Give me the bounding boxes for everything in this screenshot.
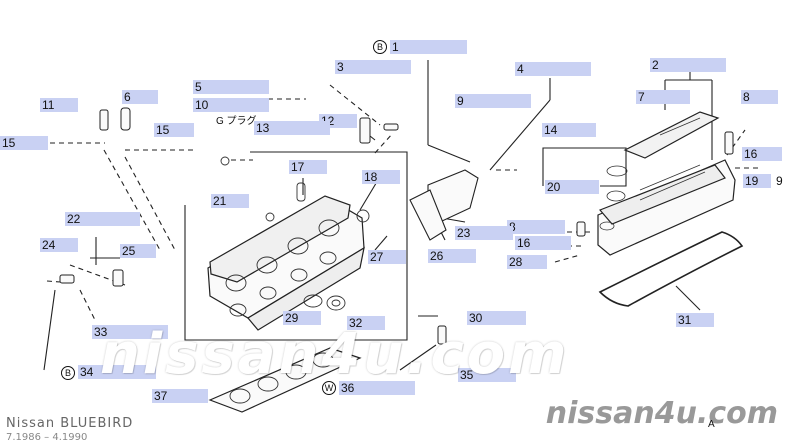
callout-25[interactable]: 25 [120, 244, 156, 258]
callout-31[interactable]: 31 [676, 313, 714, 327]
callout-15-right[interactable]: 15 [154, 123, 194, 137]
callout-30[interactable]: 30 [467, 311, 526, 325]
callout-21[interactable]: 21 [211, 194, 249, 208]
callout-37[interactable]: 37 [152, 389, 208, 403]
callout-2[interactable]: 2 [650, 58, 726, 72]
callout-9-right[interactable]: 9 [776, 174, 783, 188]
callout-33[interactable]: 33 [92, 325, 168, 339]
callout-26[interactable]: 26 [428, 249, 476, 263]
watermark-text: nissan4u.com [100, 322, 570, 387]
callout-36[interactable]: 36 [339, 381, 415, 395]
callout-6[interactable]: 6 [122, 90, 158, 104]
marker-b-bottom: B [61, 366, 75, 380]
callout-4[interactable]: 4 [515, 62, 591, 76]
callout-35[interactable]: 35 [458, 368, 516, 382]
callout-10[interactable]: 10 [193, 98, 269, 112]
callout-34[interactable]: 34 [78, 365, 156, 379]
callout-13[interactable]: 13 [254, 121, 330, 135]
callout-16-mid[interactable]: 16 [515, 236, 571, 250]
note-g-plug: G プラグ [216, 116, 257, 127]
callout-19[interactable]: 19 [743, 174, 771, 188]
marker-b-top: B [373, 40, 387, 54]
callout-8-mid[interactable]: 8 [507, 220, 565, 234]
callout-9-top[interactable]: 9 [455, 94, 531, 108]
callout-17[interactable]: 17 [289, 160, 327, 174]
callout-29[interactable]: 29 [283, 311, 321, 325]
callout-24[interactable]: 24 [40, 238, 78, 252]
callout-20[interactable]: 20 [545, 180, 599, 194]
callout-16-top[interactable]: 16 [742, 147, 782, 161]
corner-letter: A [708, 419, 715, 430]
callout-14[interactable]: 14 [542, 123, 596, 137]
callout-5[interactable]: 5 [193, 80, 269, 94]
callout-1[interactable]: 1 [390, 40, 467, 54]
marker-w: W [322, 381, 336, 395]
callout-32[interactable]: 32 [347, 316, 385, 330]
model-years: 7.1986 – 4.1990 [6, 432, 88, 443]
callout-18[interactable]: 18 [362, 170, 400, 184]
callout-8-top[interactable]: 8 [741, 90, 778, 104]
callout-11[interactable]: 11 [40, 98, 78, 112]
callout-23[interactable]: 23 [455, 226, 513, 240]
callout-28[interactable]: 28 [507, 255, 547, 269]
callout-22[interactable]: 22 [65, 212, 140, 226]
callout-27[interactable]: 27 [368, 250, 406, 264]
callout-15-left[interactable]: 15 [0, 136, 48, 150]
callout-7[interactable]: 7 [636, 90, 690, 104]
brand-logo-text: nissan4u.com [545, 396, 778, 431]
callout-3[interactable]: 3 [335, 60, 411, 74]
model-name: Nissan BLUEBIRD [6, 416, 134, 431]
